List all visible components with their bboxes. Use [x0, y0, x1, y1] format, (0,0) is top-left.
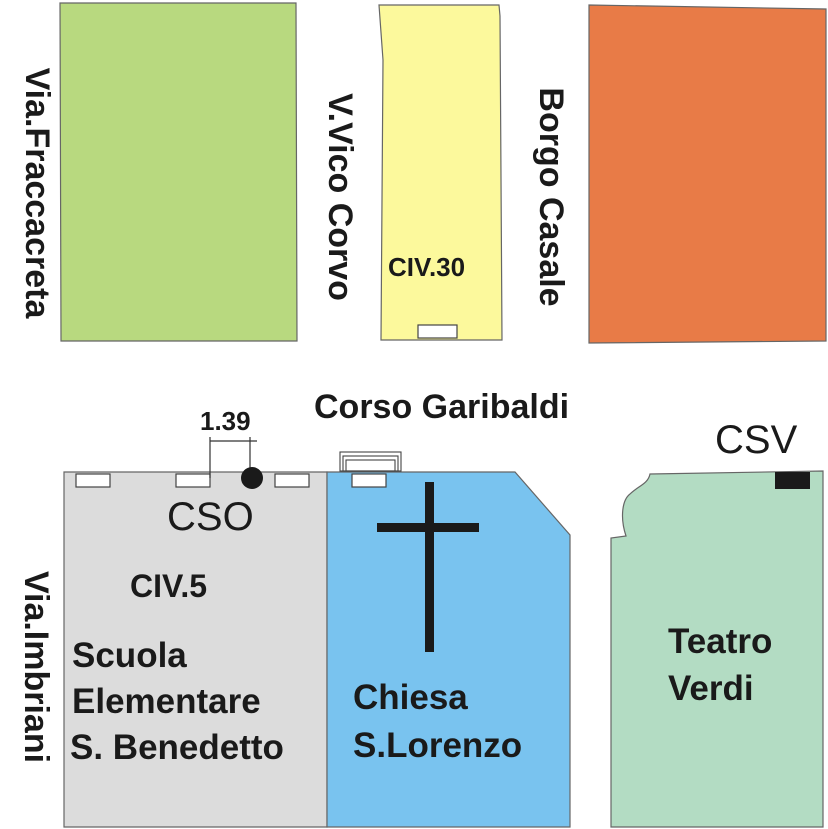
- green-block: [59, 2, 298, 342]
- church-entrance: [351, 473, 387, 488]
- school-entrance-3: [274, 473, 310, 488]
- cso-marker: [241, 467, 263, 489]
- yellow-block-entrance: [417, 324, 458, 339]
- street-borgo-casale: Borgo Casale: [532, 87, 570, 307]
- street-corso-garibaldi: Corso Garibaldi: [314, 388, 570, 426]
- church-name-line1: Chiesa: [353, 678, 468, 717]
- street-via-fraccacreta: Via.Fraccacreta: [18, 67, 56, 319]
- school-name-line2: Elementare: [72, 682, 261, 721]
- church-block: [326, 471, 571, 828]
- label-measure: 1.39: [200, 406, 251, 436]
- street-v-vico-corvo: V.Vico Corvo: [321, 93, 359, 301]
- school-entrance-1: [75, 473, 111, 488]
- label-civ30: CIV.30: [388, 252, 466, 282]
- label-civ5: CIV.5: [130, 568, 208, 604]
- label-cso: CSO: [167, 495, 254, 539]
- yellow-block: [378, 4, 503, 341]
- csv-marker: [775, 472, 810, 489]
- theatre-name-line2: Verdi: [668, 669, 754, 708]
- church-steps: [339, 451, 402, 472]
- theatre-name-line1: Teatro: [668, 622, 773, 661]
- church-name-line2: S.Lorenzo: [353, 726, 523, 765]
- measure-bracket: [209, 437, 257, 478]
- street-via-imbriani: Via.Imbriani: [17, 570, 55, 764]
- theatre-block: [610, 470, 824, 828]
- label-csv: CSV: [715, 418, 798, 462]
- school-entrance-2: [175, 473, 211, 488]
- orange-block: [588, 4, 827, 344]
- cross-icon: [377, 482, 479, 652]
- school-name-line1: Scuola: [72, 636, 187, 675]
- school-name-line3: S. Benedetto: [70, 728, 284, 767]
